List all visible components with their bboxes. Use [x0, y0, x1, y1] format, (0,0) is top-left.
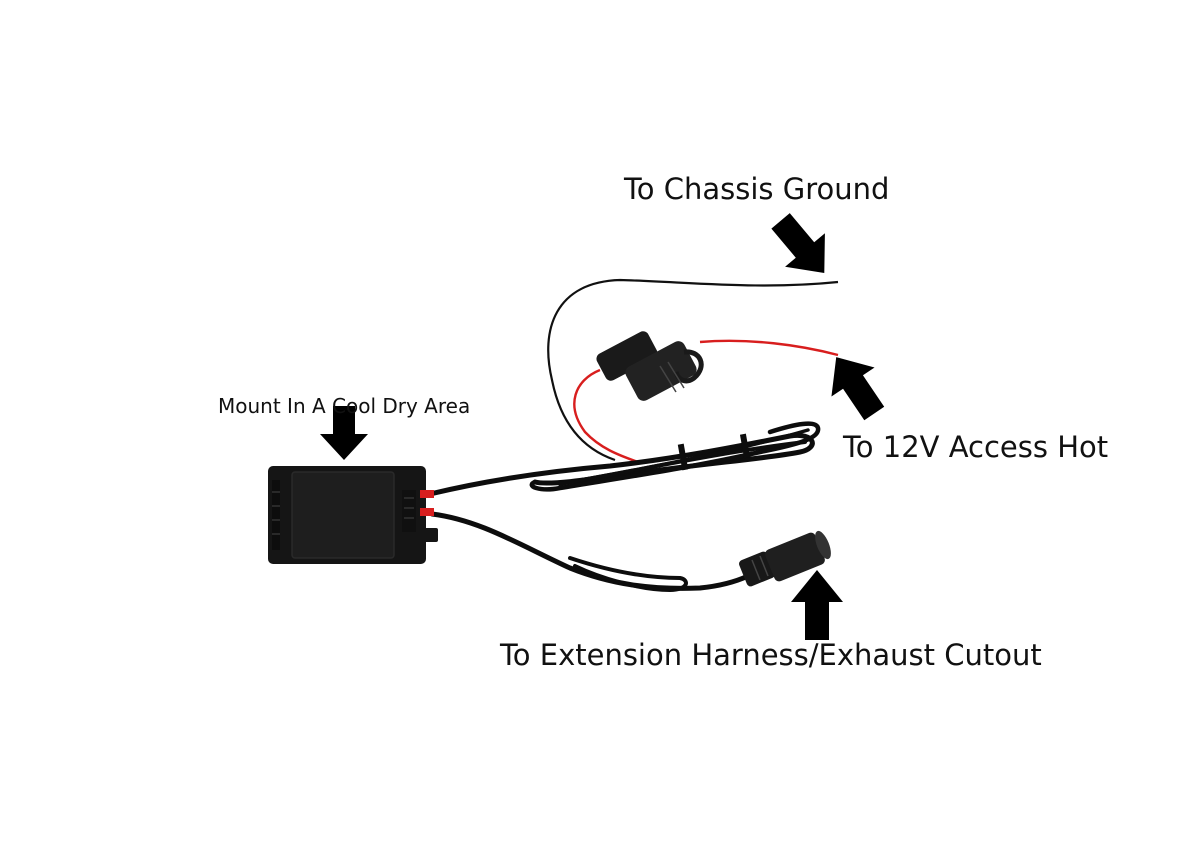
mount-arrow-icon [320, 406, 368, 460]
control-module [268, 466, 438, 564]
fuse-holder [596, 331, 704, 401]
mount-label: Mount In A Cool Dry Area [218, 394, 471, 418]
access-hot-label: To 12V Access Hot [843, 430, 1109, 464]
chassis-ground-arrow-icon [771, 213, 825, 273]
access-hot-arrow-icon [831, 357, 885, 421]
hot-wire [573, 339, 839, 464]
coiled-cable [427, 421, 821, 497]
extension-arrow-icon [791, 570, 843, 640]
dc-barrel-connector [739, 530, 831, 587]
extension-cable [429, 511, 751, 593]
ground-wire [547, 278, 839, 462]
extension-label: To Extension Harness/Exhaust Cutout [500, 638, 1042, 672]
chassis-ground-label: To Chassis Ground [624, 172, 890, 206]
